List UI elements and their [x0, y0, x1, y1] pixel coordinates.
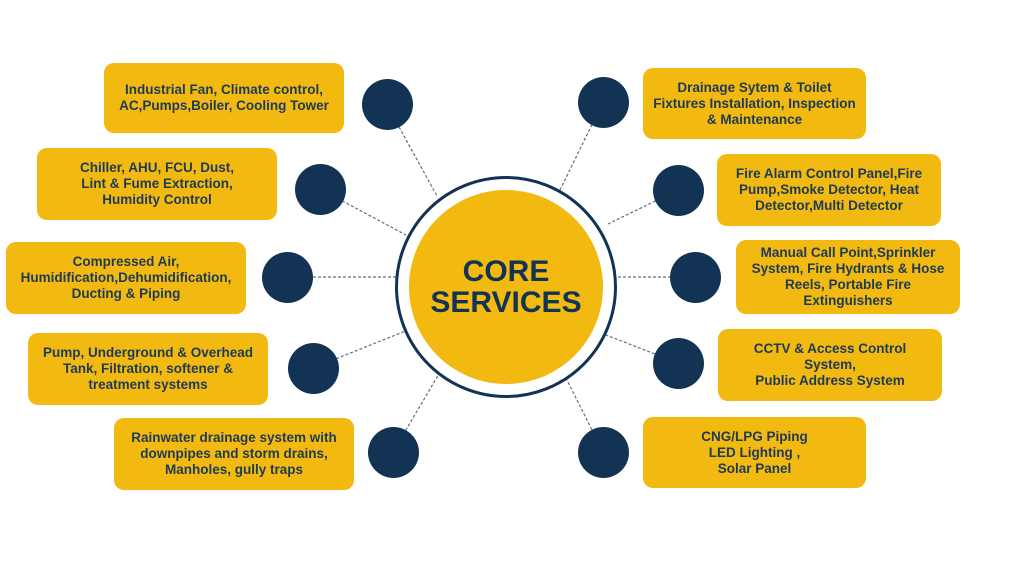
node-dot-rainwater [368, 427, 419, 478]
service-box-industrial-fan: Industrial Fan, Climate control, AC,Pump… [104, 63, 344, 133]
hub-title-line1: CORE [462, 255, 550, 288]
node-dot-drainage [578, 77, 629, 128]
node-dot-pump [288, 343, 339, 394]
node-dot-call-point [670, 252, 721, 303]
service-box-call-point: Manual Call Point,Sprinkler System, Fire… [736, 240, 960, 314]
service-box-compressed-air: Compressed Air, Humidification,Dehumidif… [6, 242, 246, 314]
connector-cng [565, 377, 604, 453]
service-box-fire-alarm: Fire Alarm Control Panel,Fire Pump,Smoke… [717, 154, 941, 226]
node-dot-cng [578, 427, 629, 478]
service-box-chiller: Chiller, AHU, FCU, Dust, Lint & Fume Ext… [37, 148, 277, 220]
node-dot-chiller [295, 164, 346, 215]
node-dot-industrial-fan [362, 79, 413, 130]
service-box-cctv: CCTV & Access Control System, Public Add… [718, 329, 942, 401]
service-box-cng: CNG/LPG Piping LED Lighting , Solar Pane… [643, 417, 866, 488]
service-box-rainwater: Rainwater drainage system with downpipes… [114, 418, 354, 490]
node-dot-compressed-air [262, 252, 313, 303]
service-box-pump: Pump, Underground & Overhead Tank, Filtr… [28, 333, 268, 405]
node-dot-fire-alarm [653, 165, 704, 216]
hub-title-line2: SERVICES [430, 286, 582, 319]
core-services-hub: CORE SERVICES [409, 190, 603, 384]
service-box-drainage: Drainage Sytem & Toilet Fixtures Install… [643, 68, 866, 139]
node-dot-cctv [653, 338, 704, 389]
